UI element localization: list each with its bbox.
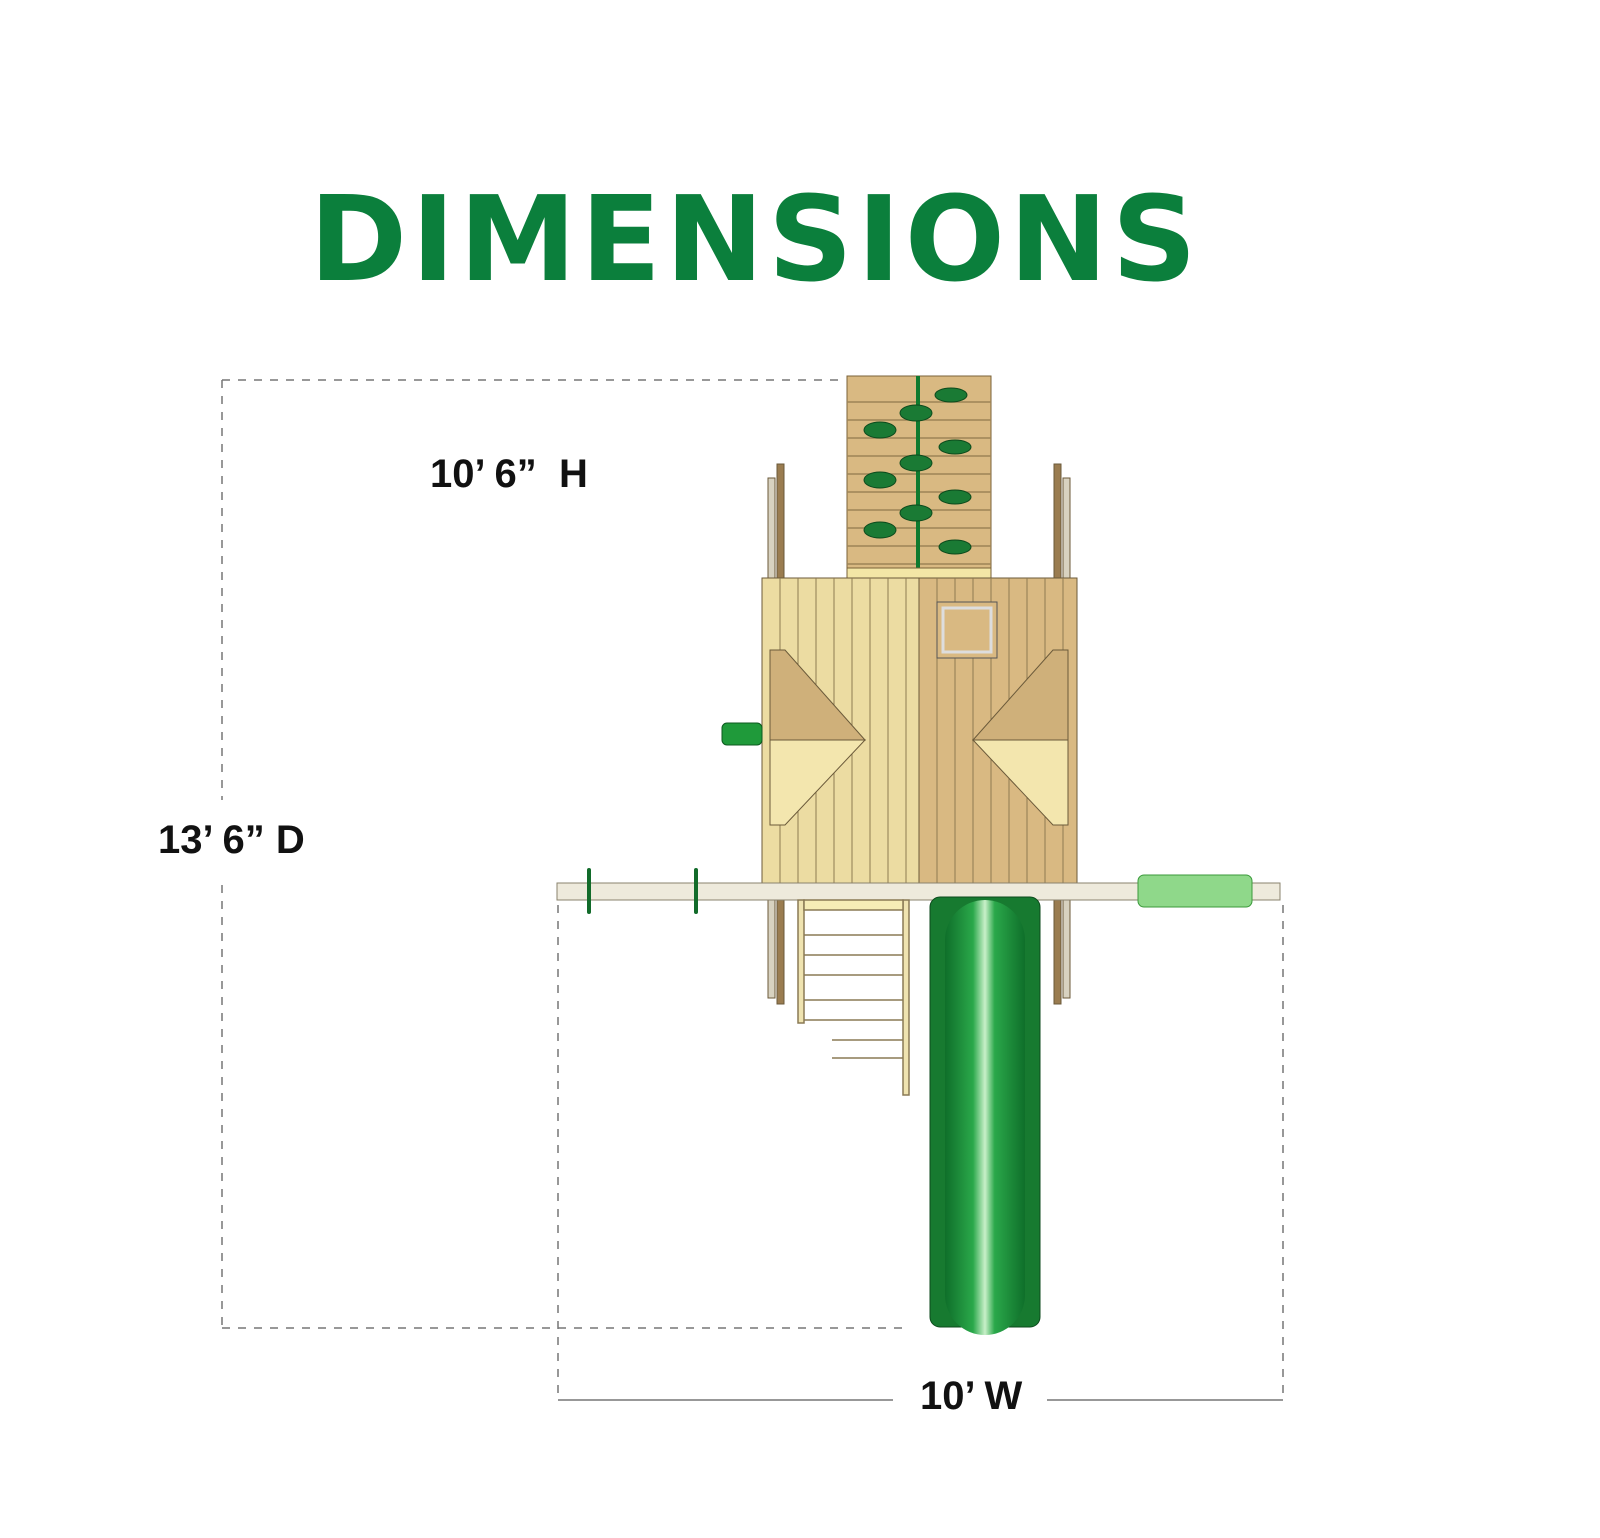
window-icon	[936, 601, 998, 659]
height-label: 10’ 6” H	[430, 452, 588, 496]
deck-roof	[761, 577, 1078, 898]
depth-label: 13’ 6” D	[158, 818, 305, 862]
climbing-wall	[846, 375, 992, 579]
swing-hanger	[694, 868, 698, 914]
dimension-lines	[221, 379, 1284, 1401]
ladder	[797, 899, 910, 1096]
telescope-icon	[721, 722, 763, 746]
slide	[929, 896, 1041, 1335]
swing-hanger	[587, 868, 591, 914]
width-label: 10’ W	[920, 1374, 1023, 1418]
climbing-rope	[916, 376, 920, 578]
climbing-rocks	[863, 387, 972, 555]
tire-swing	[1137, 874, 1253, 908]
page-title: DIMENSIONS	[309, 170, 1201, 308]
swing-beam	[556, 868, 1281, 914]
